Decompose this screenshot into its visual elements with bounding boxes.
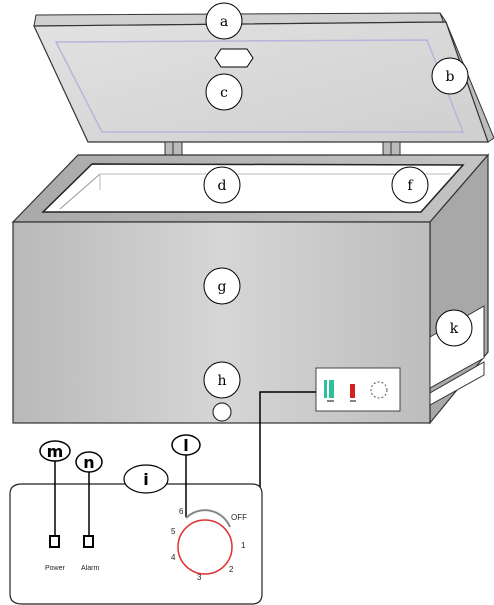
callout-k: k <box>435 309 473 347</box>
side-vent-lower <box>429 361 485 406</box>
dial-num-off: OFF <box>231 513 247 522</box>
lid-inner-gasket <box>54 39 465 133</box>
liner-left <box>59 173 101 210</box>
callout-d: d <box>203 166 241 204</box>
svg-text:i: i <box>143 470 148 489</box>
svg-text:f: f <box>407 178 414 194</box>
drain-plug <box>212 402 232 422</box>
svg-text:h: h <box>217 373 226 389</box>
lid-handle <box>214 48 254 68</box>
dial-num-2: 2 <box>229 565 234 574</box>
svg-text:a: a <box>220 14 228 30</box>
callouts: a b c d f g h k <box>39 2 473 494</box>
svg-text:d: d <box>218 178 227 194</box>
panel-leader-line <box>259 391 316 492</box>
svg-text:c: c <box>220 85 228 101</box>
callout-n: n <box>75 451 103 473</box>
dial-num-3: 3 <box>197 573 202 582</box>
indicator-green <box>324 380 327 398</box>
callout-f: f <box>391 166 429 204</box>
callout-b: b <box>431 57 469 95</box>
callout-m: m <box>39 440 71 462</box>
dial-num-6: 6 <box>179 507 184 516</box>
callout-i: i <box>123 464 169 494</box>
svg-text:g: g <box>218 279 227 295</box>
callout-h: h <box>203 361 241 399</box>
power-label: Power <box>45 565 66 572</box>
svg-text:b: b <box>446 69 455 85</box>
callout-a: a <box>205 2 243 40</box>
power-switch <box>49 535 60 548</box>
mini-dial-icon <box>370 381 388 399</box>
dial-num-5: 5 <box>171 527 176 536</box>
callout-g: g <box>203 267 241 305</box>
freezer-lid <box>33 12 494 143</box>
hinges <box>164 141 401 157</box>
dial-num-1: 1 <box>241 541 246 550</box>
indicator-red <box>350 384 355 398</box>
thermostat-dial: 6 OFF 1 2 3 4 5 <box>171 507 247 582</box>
callout-c: c <box>205 73 243 111</box>
alarm-label: Alarm <box>81 565 99 572</box>
dial-num-4: 4 <box>171 553 176 562</box>
svg-text:k: k <box>450 321 459 337</box>
svg-text:n: n <box>83 453 94 472</box>
svg-text:m: m <box>47 442 64 461</box>
alarm-switch <box>83 535 94 548</box>
cabinet-opening <box>41 163 465 213</box>
enlarged-control-panel: Power Alarm 6 OFF 1 2 3 4 5 <box>9 455 263 605</box>
svg-text:l: l <box>183 436 188 455</box>
lid-panel <box>33 21 489 143</box>
callout-l: l <box>171 434 201 456</box>
cabinet-control-panel <box>315 367 401 412</box>
